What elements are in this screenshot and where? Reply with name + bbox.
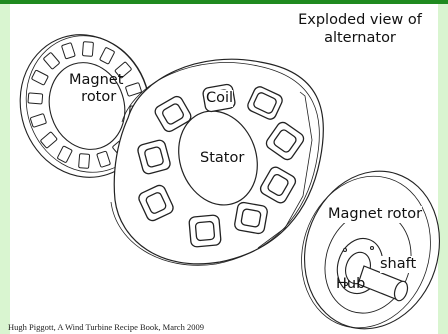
magnet-rotor-left-label-line2: rotor: [69, 89, 123, 106]
credit-text: Hugh Piggott, A Wind Turbine Recipe Book…: [8, 322, 204, 332]
diagram-title: Exploded view of alternator: [280, 11, 440, 47]
magnet-rotor-left-label: Magnet rotor: [69, 72, 123, 105]
title-line-1: Exploded view of: [280, 11, 440, 29]
magnet-block: [79, 154, 90, 169]
shaft-label: shaft: [380, 256, 416, 273]
hub-label: Hub: [336, 276, 365, 293]
magnet-block: [82, 42, 93, 57]
magnet-rotor-right-label: Magnet rotor: [328, 206, 422, 223]
stator-label: Stator: [200, 150, 244, 167]
title-line-2: alternator: [280, 29, 440, 47]
coil-label: Coil: [206, 90, 233, 107]
magnet-rotor-left-label-line1: Magnet: [69, 72, 123, 89]
magnet-block: [28, 93, 43, 104]
